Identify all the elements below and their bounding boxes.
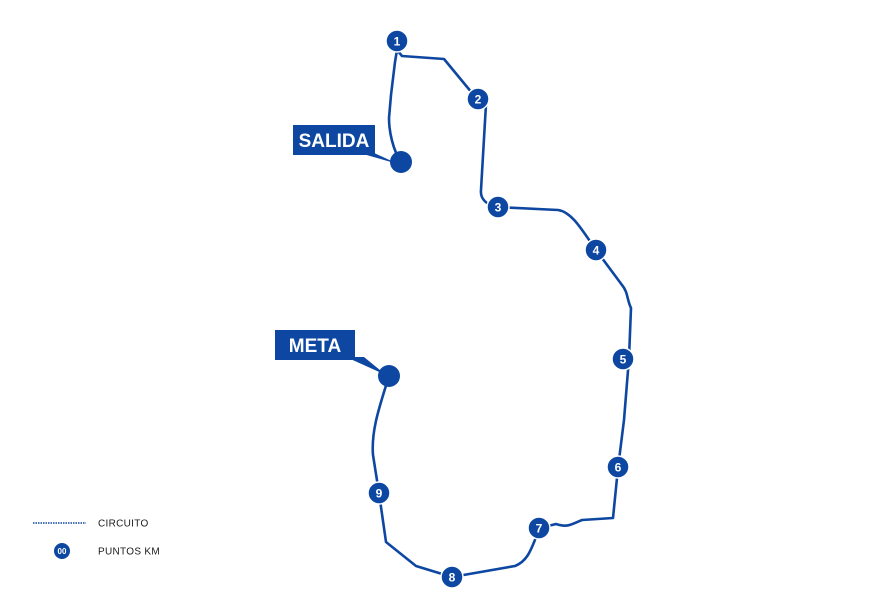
- finish-label: META: [289, 336, 342, 357]
- start-label: SALIDA: [299, 131, 370, 152]
- start-point: [390, 151, 412, 173]
- km-marker-2-label: 2: [475, 93, 482, 107]
- km-marker-9-label: 9: [376, 487, 383, 501]
- km-marker-2: 2: [466, 87, 490, 111]
- km-marker-3-label: 3: [495, 201, 502, 215]
- km-marker-5: 5: [611, 347, 635, 371]
- km-marker-1: 1: [385, 29, 409, 53]
- start-flag-box: [293, 125, 375, 155]
- km-marker-8: 8: [440, 565, 464, 589]
- route-path: [371, 48, 633, 579]
- km-marker-7-label: 7: [536, 522, 543, 536]
- legend-km-badge: [54, 543, 70, 559]
- km-marker-3: 3: [486, 195, 510, 219]
- finish-flag-pointer: [346, 357, 386, 375]
- km-marker-6: 6: [606, 455, 630, 479]
- km-marker-4-label: 4: [593, 244, 600, 258]
- km-marker-1-label: 1: [394, 35, 401, 49]
- km-marker-8-label: 8: [449, 571, 456, 585]
- km-marker-7: 7: [527, 516, 551, 540]
- km-marker-4: 4: [584, 238, 608, 262]
- km-marker-5-label: 5: [620, 353, 627, 367]
- finish-marker: META: [275, 330, 400, 387]
- km-marker-6-label: 6: [615, 461, 622, 475]
- legend-circuit-label: CIRCUITO: [98, 519, 149, 530]
- legend-km-badge-text: 00: [58, 547, 67, 556]
- km-marker-9: 9: [367, 481, 391, 505]
- finish-flag-box: [275, 330, 355, 360]
- legend: CIRCUITO 00 PUNTOS KM: [33, 519, 160, 559]
- legend-km-points-label: PUNTOS KM: [98, 547, 160, 558]
- start-marker: SALIDA: [293, 125, 412, 173]
- finish-point: [378, 365, 400, 387]
